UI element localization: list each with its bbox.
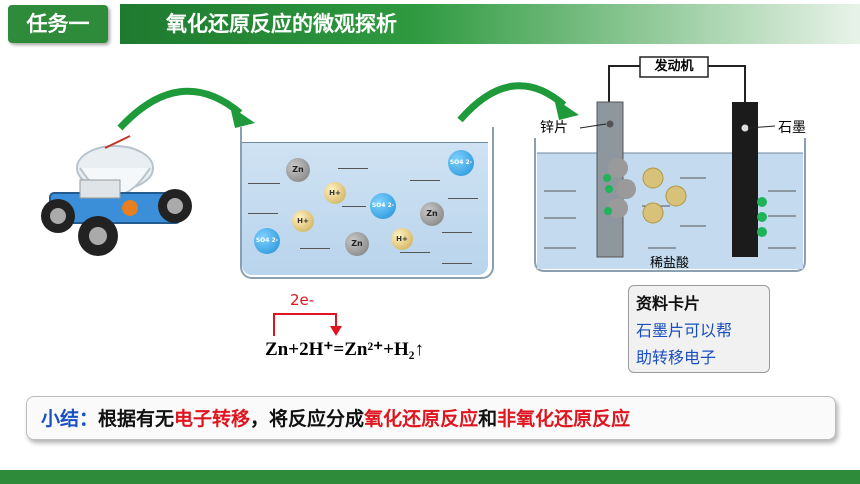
reaction-equation: Zn+2H⁺=Zn²⁺+H₂↑: [265, 339, 424, 360]
water-surface: [242, 142, 488, 143]
summary-highlight: 电子转移: [174, 408, 251, 430]
zinc-atom: Zn: [420, 202, 444, 226]
summary-text: 和: [478, 408, 498, 430]
zinc-plate-label: 锌片: [540, 120, 568, 136]
summary-box: 小结：根据有无电子转移，将反应分成氧化还原反应和非氧化还原反应: [26, 396, 836, 440]
summary-highlight: 非氧化还原反应: [497, 408, 631, 430]
info-card-line: 助转移电子: [636, 348, 717, 367]
divider: [338, 168, 368, 169]
summary-highlight: 氧化还原反应: [364, 408, 479, 430]
summary-text: 根据有无: [98, 408, 175, 430]
hydrogen-ion: H+: [324, 182, 346, 204]
curved-arrow-icon: [457, 82, 579, 123]
summary-text: ，将反应分成: [250, 408, 365, 430]
divider: [448, 198, 478, 199]
zinc-atom: Zn: [345, 232, 369, 256]
divider: [300, 248, 330, 249]
hydrogen-ion: H+: [391, 228, 413, 250]
divider: [410, 180, 440, 181]
footer-bar: [0, 470, 860, 484]
sulfate-ion: SO4 2-: [370, 193, 396, 219]
divider: [342, 206, 366, 207]
generator-label: 发动机: [654, 59, 694, 74]
info-card-title: 资料卡片: [636, 294, 701, 313]
galvanic-cell-diagram: [534, 56, 806, 272]
info-card-line: 石墨片可以帮: [636, 321, 733, 340]
summary-prefix: 小结：: [41, 408, 99, 430]
curved-arrow-icon: [117, 87, 255, 131]
beaker-solution: [240, 127, 494, 279]
task-tag: 任务一: [8, 5, 108, 43]
sulfate-ion: SO4 2-: [448, 150, 474, 176]
divider: [400, 252, 430, 253]
hydrogen-ion: H+: [292, 210, 314, 232]
divider: [248, 183, 280, 184]
divider: [442, 232, 472, 233]
acid-label: 稀盐酸: [650, 256, 690, 271]
info-card: [628, 285, 770, 373]
divider: [442, 263, 472, 264]
zinc-atom: Zn: [286, 158, 310, 182]
electron-transfer-arrow: [273, 313, 342, 336]
toy-car-image: [41, 135, 192, 256]
sulfate-ion: SO4 2-: [254, 228, 280, 254]
title-bar: [120, 4, 860, 44]
page-title: 氧化还原反应的微观探析: [166, 12, 397, 36]
divider: [248, 213, 278, 214]
electron-label: 2e-: [290, 291, 315, 309]
graphite-label: 石墨: [778, 120, 806, 136]
